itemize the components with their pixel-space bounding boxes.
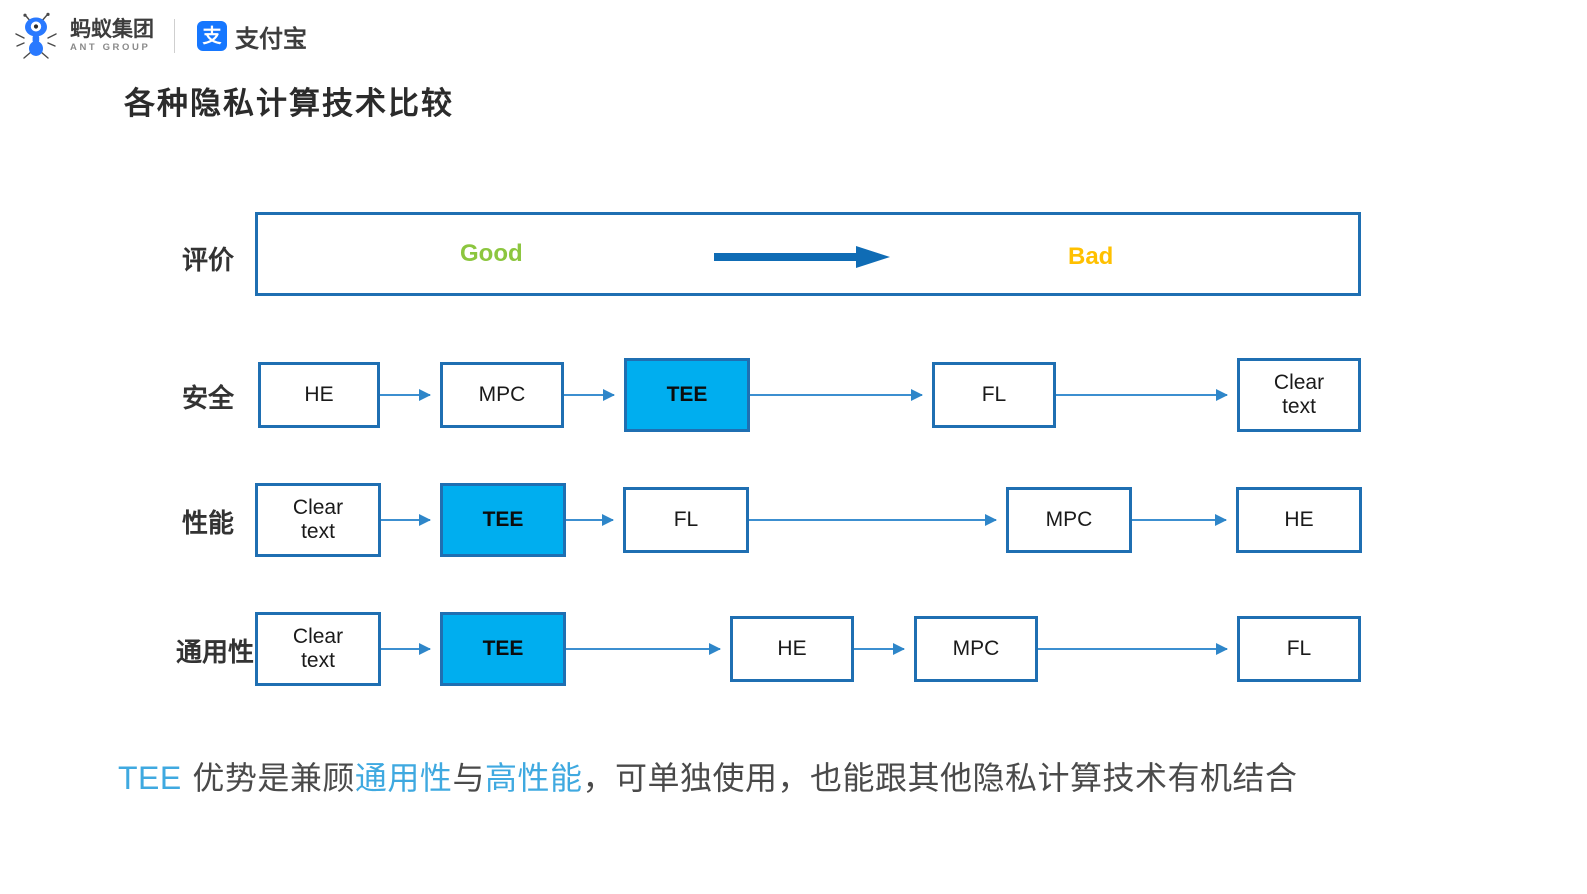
brand-bar: 蚂蚁集团 ANT GROUP 支 支付宝 <box>14 10 307 62</box>
node-clear-text[interactable]: Clear text <box>255 483 381 557</box>
node-he[interactable]: HE <box>258 362 380 428</box>
brand-divider <box>174 19 175 53</box>
connector-arrow-icon <box>564 389 615 401</box>
caption-segment-1: 优势是兼顾 <box>181 759 355 797</box>
connector-arrow-icon <box>380 389 431 401</box>
caption-segment-3: 与 <box>452 759 485 797</box>
evaluation-bad-label: Bad <box>1068 243 1114 270</box>
alipay-name-cn: 支付宝 <box>235 24 307 53</box>
alipay-lockup: 支 支付宝 <box>197 19 307 54</box>
ant-group-name-cn: 蚂蚁集团 <box>70 17 154 42</box>
connector-arrow-icon <box>1038 643 1228 655</box>
node-mpc[interactable]: MPC <box>914 616 1038 682</box>
connector-arrow-icon <box>566 643 721 655</box>
node-tee[interactable]: TEE <box>440 612 566 686</box>
node-he[interactable]: HE <box>1236 487 1362 553</box>
node-tee[interactable]: TEE <box>440 483 566 557</box>
row-label-3: 通用性 <box>175 638 254 668</box>
row-label-1: 安全 <box>181 384 234 414</box>
ant-group-ant-icon <box>14 12 60 60</box>
ant-group-name-en: ANT GROUP <box>70 42 151 54</box>
row-label-evaluation: 评价 <box>181 246 234 276</box>
node-clear-text[interactable]: Clear text <box>255 612 381 686</box>
node-clear-text[interactable]: Clear text <box>1237 358 1361 432</box>
connector-arrow-icon <box>381 643 431 655</box>
connector-arrow-icon <box>1132 514 1227 526</box>
node-he[interactable]: HE <box>730 616 854 682</box>
page-title: 各种隐私计算技术比较 <box>124 86 454 122</box>
connector-arrow-icon <box>1056 389 1228 401</box>
node-fl[interactable]: FL <box>1237 616 1361 682</box>
connector-arrow-icon <box>749 514 997 526</box>
connector-arrow-icon <box>854 643 905 655</box>
caption-segment-2: 通用性 <box>354 759 453 797</box>
node-fl[interactable]: FL <box>932 362 1056 428</box>
node-tee[interactable]: TEE <box>624 358 750 432</box>
node-fl[interactable]: FL <box>623 487 749 553</box>
evaluation-direction-arrow-icon <box>714 243 890 276</box>
connector-arrow-icon <box>566 514 614 526</box>
node-mpc[interactable]: MPC <box>1006 487 1132 553</box>
node-mpc[interactable]: MPC <box>440 362 564 428</box>
summary-caption: TEE 优势是兼顾通用性与高性能，可单独使用，也能跟其他隐私计算技术有机结合 <box>118 756 1478 801</box>
ant-group-wordmark: 蚂蚁集团 ANT GROUP <box>70 19 154 53</box>
caption-segment-0: TEE <box>118 760 182 796</box>
connector-arrow-icon <box>381 514 431 526</box>
caption-segment-5: ，可单独使用，也能跟其他隐私计算技术有机结合 <box>582 759 1298 797</box>
alipay-icon: 支 <box>197 21 227 51</box>
caption-segment-4: 高性能 <box>484 759 583 797</box>
connector-arrow-icon <box>750 389 923 401</box>
row-label-2: 性能 <box>181 509 234 539</box>
evaluation-good-label: Good <box>460 240 523 267</box>
